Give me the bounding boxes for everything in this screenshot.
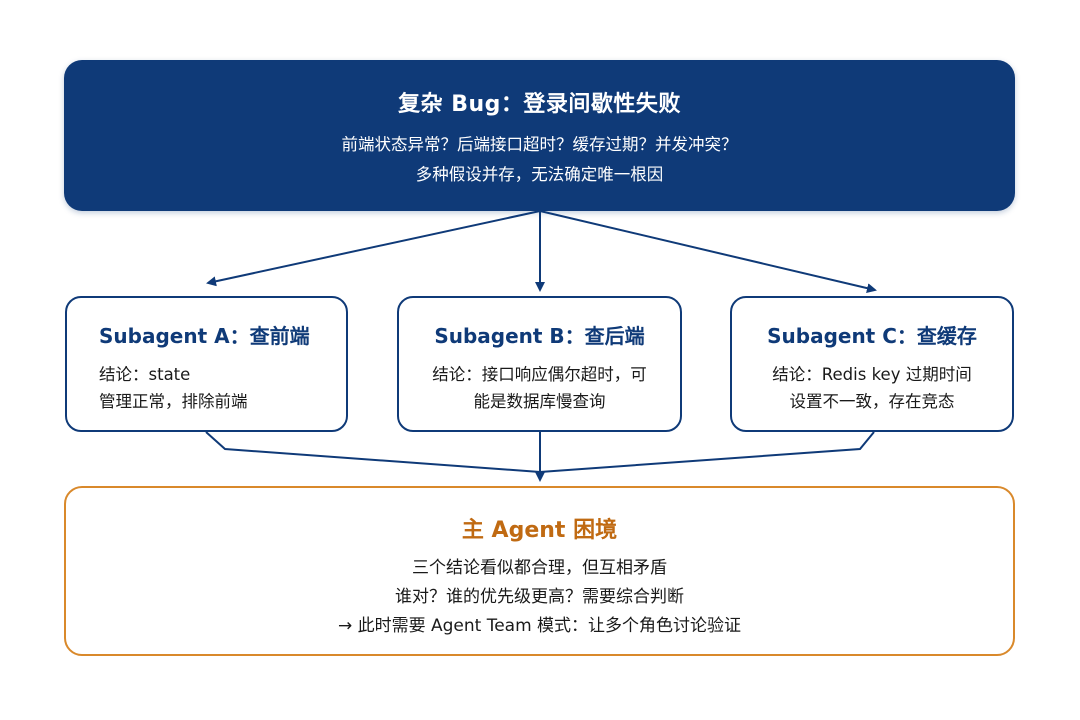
problem-line-2: 多种假设并存，无法确定唯一根因 (415, 165, 664, 184)
subagent-a-conclusion: 结论：state 管理正常，排除前端 (67, 361, 346, 415)
subagent-c-line-2: 设置不一致，存在竞态 (789, 392, 955, 411)
subagent-a-box: Subagent A：查前端 结论：state 管理正常，排除前端 (65, 296, 348, 432)
main-agent-line-2: 谁对？谁的优先级更高？需要综合判断 (395, 587, 684, 607)
main-agent-title: 主 Agent 困境 (461, 518, 618, 543)
main-agent-line-3: → 此时需要 Agent Team 模式：让多个角色讨论验证 (337, 616, 742, 636)
main-agent-line-1: 三个结论看似都合理，但互相矛盾 (412, 558, 667, 578)
arrow-top-to-c (539, 210, 877, 294)
subagent-b-line-1: 结论：接口响应偶尔超时，可 (432, 365, 647, 384)
connector-c-to-main (539, 431, 875, 473)
subagent-b-line-2: 能是数据库慢查询 (473, 392, 606, 411)
subagent-a-line-1: 结论：state (99, 365, 191, 384)
problem-box: 复杂 Bug：登录间歇性失败 前端状态异常？后端接口超时？缓存过期？并发冲突？ … (64, 60, 1015, 211)
subagent-b-box: Subagent B：查后端 结论：接口响应偶尔超时，可 能是数据库慢查询 (397, 296, 682, 432)
connector-a-to-main (205, 431, 541, 473)
subagent-c-title: Subagent C：查缓存 (767, 324, 977, 348)
arrow-top-to-a (206, 210, 541, 287)
subagent-b-conclusion: 结论：接口响应偶尔超时，可 能是数据库慢查询 (399, 361, 680, 415)
subagent-c-box: Subagent C：查缓存 结论：Redis key 过期时间 设置不一致，存… (730, 296, 1014, 432)
problem-line-1: 前端状态异常？后端接口超时？缓存过期？并发冲突？ (341, 135, 738, 154)
problem-title: 复杂 Bug：登录间歇性失败 (398, 92, 681, 117)
subagent-a-line-2: 管理正常，排除前端 (99, 392, 248, 411)
subagent-b-title: Subagent B：查后端 (434, 324, 645, 348)
main-agent-box: 主 Agent 困境 三个结论看似都合理，但互相矛盾 谁对？谁的优先级更高？需要… (64, 486, 1015, 656)
subagent-c-conclusion: 结论：Redis key 过期时间 设置不一致，存在竞态 (732, 361, 1012, 415)
subagent-a-title: Subagent A：查前端 (99, 324, 310, 348)
subagent-c-line-1: 结论：Redis key 过期时间 (772, 365, 972, 384)
